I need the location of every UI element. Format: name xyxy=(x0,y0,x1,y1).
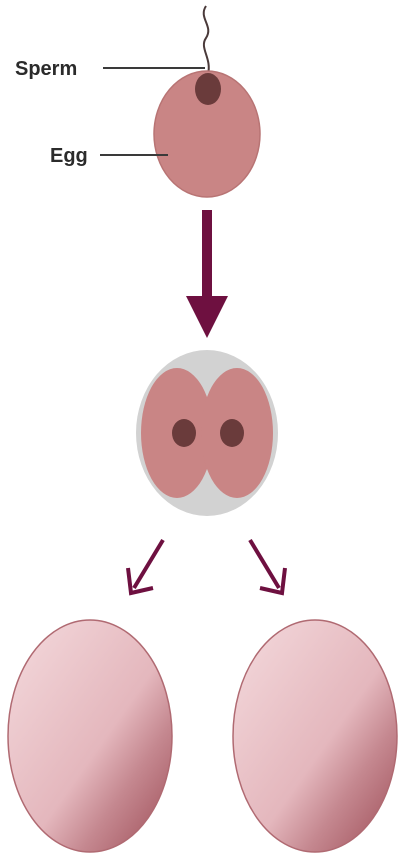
sperm-head xyxy=(195,73,221,105)
sperm-tail xyxy=(204,6,209,74)
right-nucleus xyxy=(220,419,244,447)
left-split-arrow xyxy=(128,540,163,593)
main-arrow xyxy=(186,210,228,338)
right-daughter-cell xyxy=(233,620,397,852)
right-split-arrow xyxy=(250,540,285,593)
sperm-label: Sperm xyxy=(15,58,77,80)
two-cell-embryo xyxy=(136,350,278,516)
left-nucleus xyxy=(172,419,196,447)
egg-label: Egg xyxy=(50,145,88,167)
left-daughter-cell xyxy=(8,620,172,852)
